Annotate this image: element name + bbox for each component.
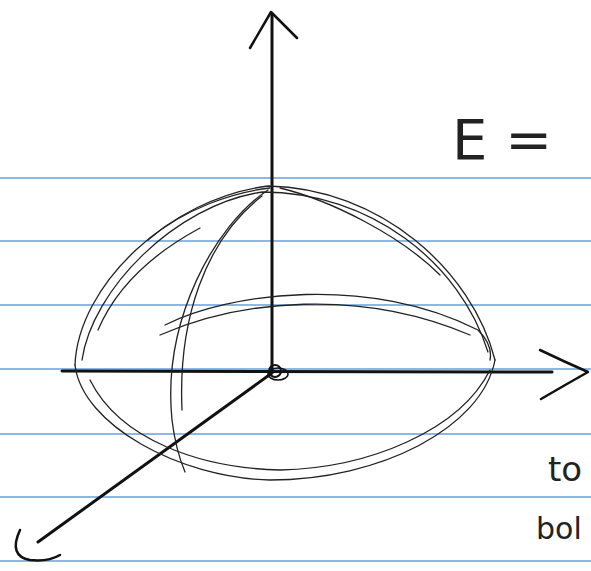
dome-sketch: [75, 186, 495, 480]
handwritten-note: E =: [452, 112, 552, 168]
ruled-lines: [0, 178, 591, 561]
axes: [16, 12, 588, 560]
handwritten-note: bol: [536, 514, 582, 544]
handwritten-note: to: [548, 452, 582, 486]
